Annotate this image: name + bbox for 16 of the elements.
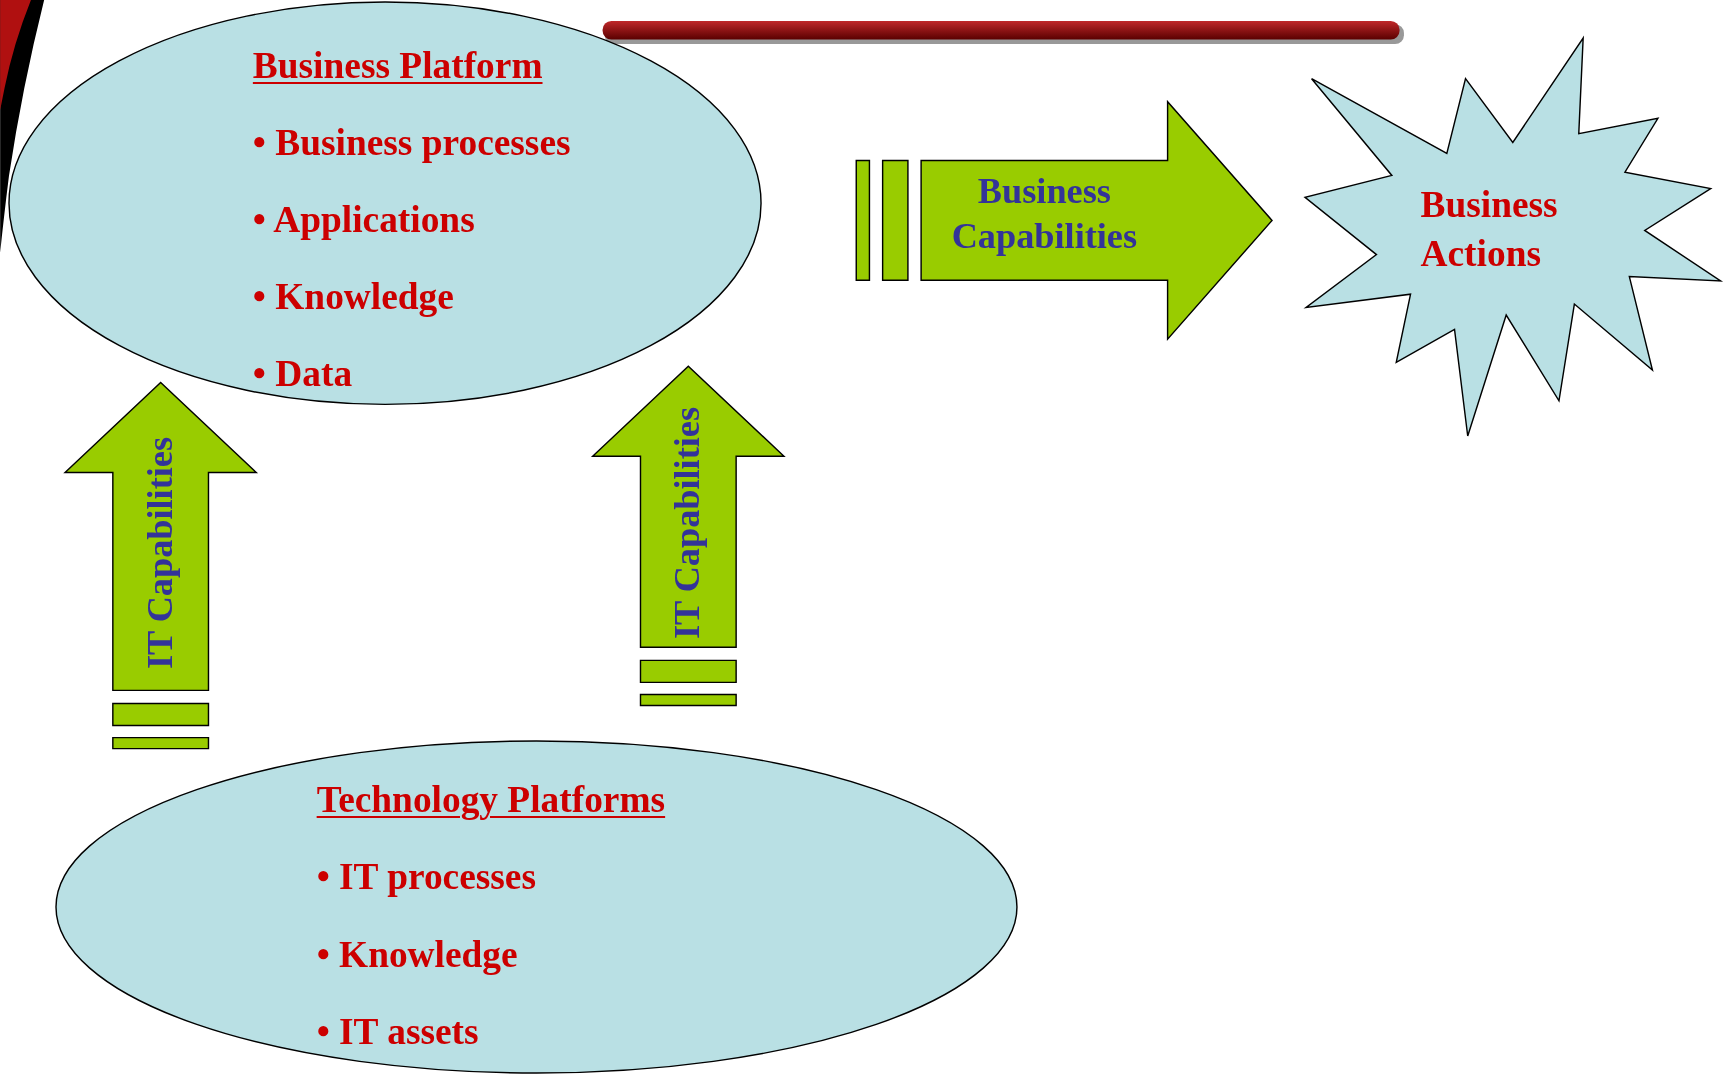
block-arrow (63, 381, 259, 750)
edge-label: IT Capabilities (666, 407, 709, 640)
bullet-item: • Knowledge (252, 275, 454, 320)
section-heading: Technology Platforms (316, 778, 666, 823)
edge-label: Business Capabilities (950, 169, 1139, 258)
bullet-item: • IT assets (316, 1009, 479, 1054)
block-arrow (855, 99, 1273, 342)
bullet-item: • Applications (252, 198, 475, 243)
bullet-item: • Data (252, 352, 353, 397)
section-heading: Business Platform (252, 43, 543, 88)
edge-label: IT Capabilities (138, 436, 181, 669)
bullet-item: • IT processes (316, 855, 536, 900)
node-title: Business Actions (1420, 183, 1559, 276)
bullet-item: • Business processes (252, 120, 571, 165)
bullet-item: • Knowledge (316, 932, 518, 977)
block-arrow (590, 365, 786, 707)
